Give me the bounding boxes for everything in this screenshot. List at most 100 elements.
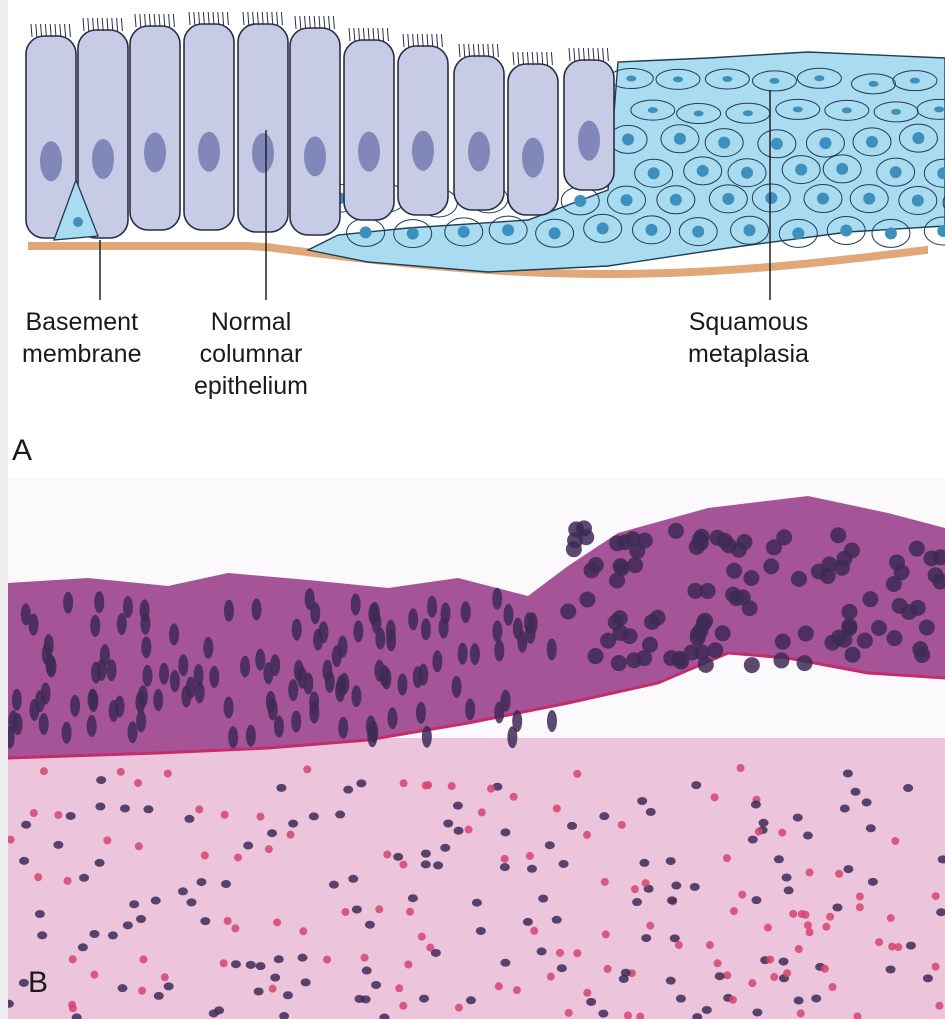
red-blood-cell: [802, 911, 810, 919]
epithelial-nucleus: [194, 664, 204, 686]
cilium: [314, 16, 315, 29]
epithelial-nucleus: [123, 596, 133, 618]
stromal-nucleus: [671, 882, 681, 890]
epithelial-nucleus: [560, 603, 576, 619]
red-blood-cell: [220, 959, 228, 967]
epithelial-nucleus: [715, 625, 731, 641]
red-blood-cell: [888, 943, 896, 951]
cilium: [432, 34, 433, 47]
stromal-nucleus: [95, 859, 105, 867]
epithelial-nucleus: [614, 560, 630, 576]
epithelial-nucleus: [622, 628, 638, 644]
epithelial-nucleus: [351, 594, 361, 616]
cilium: [112, 18, 113, 31]
stromal-nucleus: [637, 797, 647, 805]
cilium: [164, 14, 165, 27]
epithelial-nucleus: [413, 666, 423, 688]
red-blood-cell: [646, 922, 654, 930]
panel-b-histology: B: [8, 478, 945, 1019]
epithelial-nucleus: [90, 615, 100, 637]
stromal-nucleus: [715, 972, 725, 980]
stromal-nucleus: [903, 784, 913, 792]
cilium: [478, 44, 479, 57]
cilium: [333, 16, 334, 29]
red-blood-cell: [826, 913, 834, 921]
stromal-nucleus: [184, 815, 194, 823]
epithelial-nucleus: [159, 663, 169, 685]
epithelial-nucleus: [432, 650, 442, 672]
stromal-nucleus: [782, 874, 792, 882]
stromal-nucleus: [632, 898, 642, 906]
epithelial-nucleus: [268, 698, 278, 720]
red-blood-cell: [583, 989, 591, 997]
cilium: [149, 14, 150, 27]
epithelial-nucleus: [178, 654, 188, 676]
cilium: [159, 14, 160, 27]
cilium: [83, 18, 84, 31]
red-blood-cell: [465, 826, 473, 834]
stromal-nucleus: [335, 811, 345, 819]
stromal-nucleus: [431, 949, 441, 957]
red-blood-cell: [375, 905, 383, 913]
stromal-nucleus: [143, 805, 153, 813]
red-blood-cell: [139, 955, 147, 963]
cilium: [305, 16, 306, 29]
stromal-nucleus: [472, 899, 482, 907]
squamous-nucleus: [792, 227, 804, 239]
squamous-nucleus: [743, 110, 753, 116]
red-blood-cell: [34, 873, 42, 881]
epithelium-schematic: [8, 0, 945, 300]
epithelial-nucleus: [668, 523, 684, 539]
cilium: [403, 34, 404, 47]
epithelial-nucleus: [397, 674, 407, 696]
epithelial-nucleus: [240, 656, 250, 678]
squamous-nucleus: [912, 194, 924, 206]
epithelial-nucleus: [465, 698, 475, 720]
cilium: [422, 34, 423, 47]
squamous-nucleus: [648, 107, 658, 113]
epithelial-nucleus: [416, 702, 426, 724]
columnar-nucleus: [304, 136, 326, 176]
cilium: [50, 24, 51, 37]
epithelial-nucleus: [169, 623, 179, 645]
red-blood-cell: [273, 918, 281, 926]
stroma: [8, 738, 945, 1019]
epithelial-nucleus: [181, 685, 191, 707]
squamous-nucleus: [674, 133, 686, 145]
cilium: [427, 34, 428, 47]
cilium: [574, 48, 575, 61]
stromal-nucleus: [267, 829, 277, 837]
squamous-nucleus: [885, 227, 897, 239]
squamous-nucleus: [842, 107, 852, 113]
epithelial-nucleus: [292, 619, 302, 641]
red-blood-cell: [400, 779, 408, 787]
epithelial-nucleus: [857, 633, 873, 649]
epithelial-nucleus: [386, 620, 396, 642]
cilium: [36, 24, 37, 37]
squamous-nucleus: [744, 224, 756, 236]
squamous-nucleus: [771, 138, 783, 150]
red-blood-cell: [299, 927, 307, 935]
cilium: [363, 28, 364, 41]
cilium: [598, 48, 599, 61]
red-blood-cell: [69, 955, 77, 963]
cilium: [227, 12, 228, 25]
stromal-nucleus: [79, 874, 89, 882]
epithelial-nucleus: [871, 620, 887, 636]
columnar-nucleus: [40, 141, 62, 181]
epithelial-nucleus: [830, 527, 846, 543]
cilium: [117, 18, 118, 31]
red-blood-cell: [573, 949, 581, 957]
cilium: [281, 12, 282, 25]
cilium: [378, 28, 379, 41]
epithelial-nucleus: [547, 638, 557, 660]
epithelial-nucleus: [88, 690, 98, 712]
red-blood-cell: [835, 870, 843, 878]
red-blood-cell: [829, 983, 837, 991]
red-blood-cell: [573, 770, 581, 778]
cilium: [218, 12, 219, 25]
cilium: [579, 48, 580, 61]
red-blood-cell: [30, 809, 38, 817]
red-blood-cell: [135, 842, 143, 850]
red-blood-cell: [711, 793, 719, 801]
